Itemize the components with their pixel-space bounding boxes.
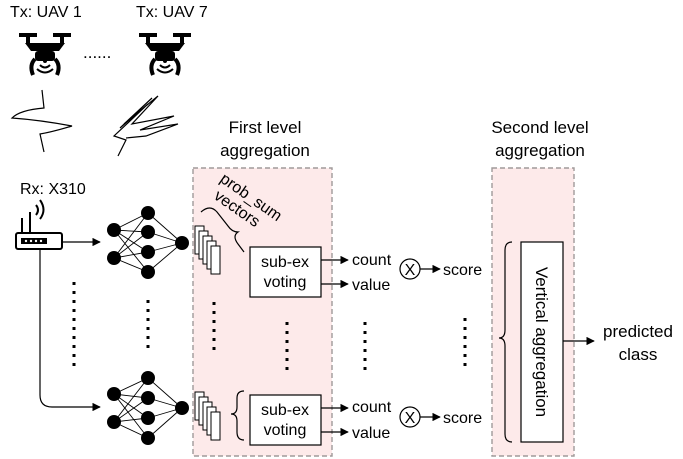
sub-ex-voting-box: [249, 394, 322, 446]
rx-label: Rx: X310: [20, 181, 86, 198]
sub-ex-voting-label-line2: voting: [264, 274, 307, 291]
multiply-symbol: X: [405, 410, 416, 427]
prob-sum-brace: [200, 207, 245, 253]
drone-icon: [137, 31, 193, 77]
router-icon: [15, 199, 63, 250]
first-level-title-line1: First level: [229, 118, 302, 137]
sub-ex-voting-label-line1: sub-ex: [261, 254, 309, 271]
vertical-aggregation-box: [520, 241, 564, 443]
vertical-aggregation-label: Vertical aggregation: [532, 267, 551, 417]
sub-ex-voting-label-line2: voting: [264, 422, 307, 439]
second-level-title-line2: aggregation: [495, 141, 585, 160]
neural-network-icon: [107, 206, 189, 279]
neural-network-icon: [107, 371, 189, 445]
tx-uav7-label: Tx: UAV 7: [136, 4, 208, 21]
predicted-class-label-line2: class: [619, 345, 658, 364]
count-label: count: [352, 252, 392, 269]
second-level-title-line1: Second level: [491, 118, 588, 137]
score-label: score: [443, 410, 482, 427]
drone-icon: [17, 31, 73, 77]
tx-ellipsis: ......: [83, 43, 111, 62]
count-label: count: [352, 399, 392, 416]
multiply-symbol: X: [405, 262, 416, 279]
sub-ex-voting-label-line1: sub-ex: [261, 402, 309, 419]
prob-sum-brace: [230, 390, 245, 441]
rf-signal-icon: [10, 89, 73, 153]
scores-brace: [498, 241, 513, 443]
first-level-title-line2: aggregation: [220, 141, 310, 160]
sub-ex-voting-box: [249, 246, 322, 298]
value-label: value: [352, 425, 390, 442]
predicted-class-label-line1: predicted: [603, 322, 673, 341]
rf-signal-icon: [112, 95, 179, 157]
score-label: score: [443, 262, 482, 279]
tx-uav1-label: Tx: UAV 1: [10, 4, 82, 21]
value-label: value: [352, 277, 390, 294]
rx-to-nnN-arrow: [39, 249, 101, 412]
